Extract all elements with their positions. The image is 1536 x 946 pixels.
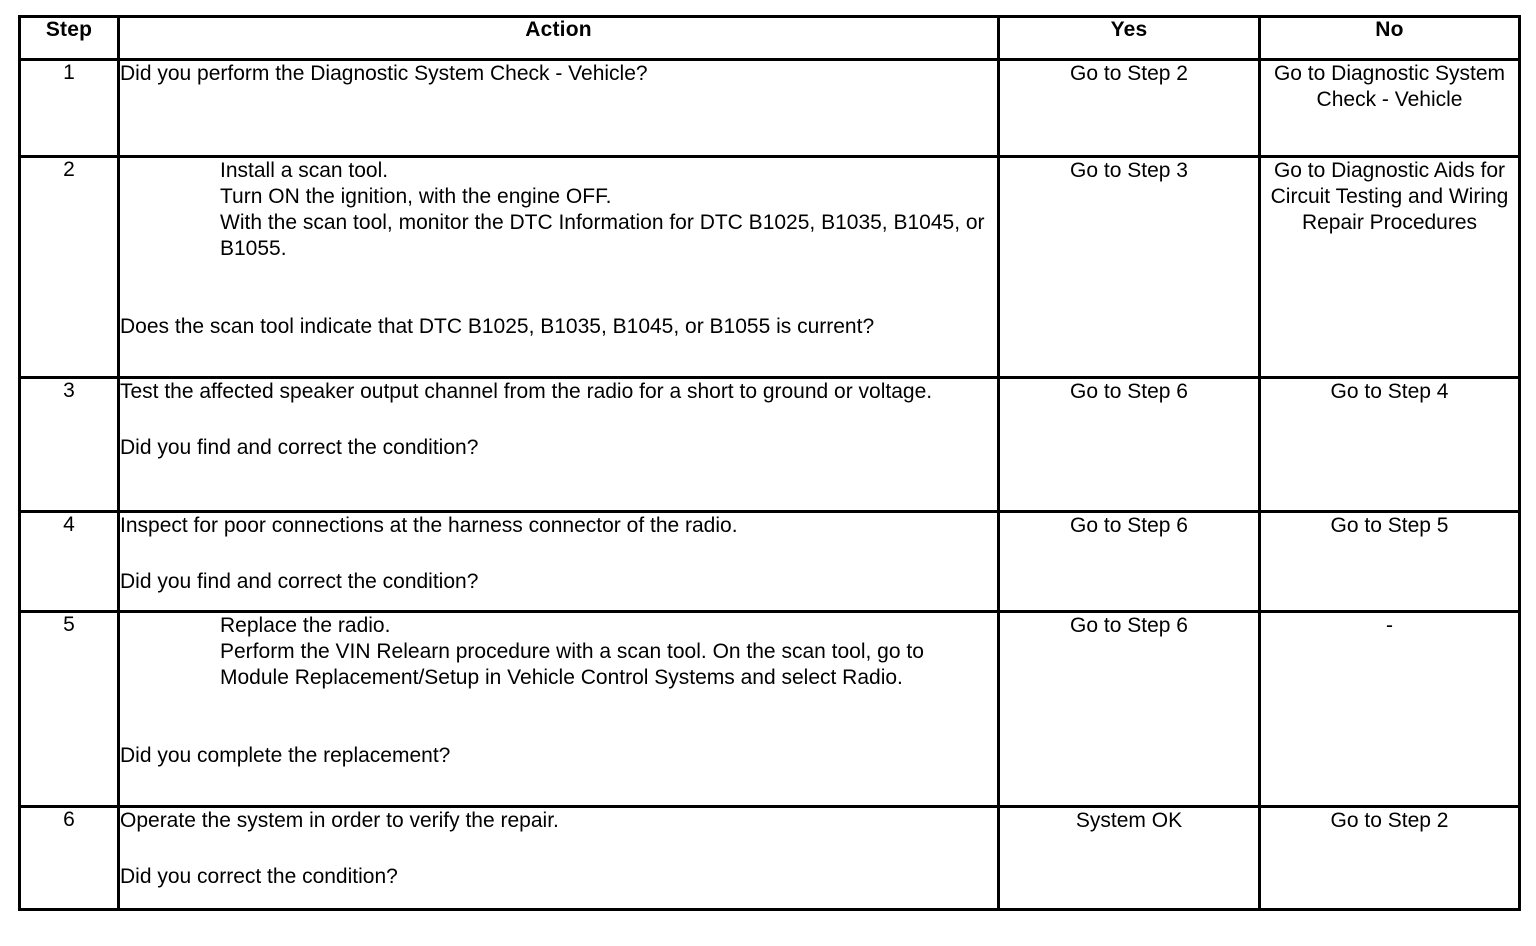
table-row: 5 Replace the radio. Perform the VIN Rel… — [18, 610, 1521, 808]
action-question: Did you correct the condition? — [120, 865, 398, 888]
diagnostic-procedure-table: Step Action Yes No 1 Did you perform the… — [18, 15, 1521, 911]
yes-result-text: Go to Step 6 — [1070, 614, 1188, 637]
action-question: Did you find and correct the condition? — [120, 570, 479, 593]
yes-result-text: System OK — [1075, 809, 1183, 832]
step-number-cell: 2 — [18, 155, 120, 379]
action-statement: Operate the system in order to verify th… — [120, 809, 559, 832]
list-item: With the scan tool, monitor the DTC Info… — [220, 211, 985, 260]
yes-result-cell: Go to Step 2 — [997, 58, 1261, 158]
yes-result-text: Go to Step 2 — [1070, 62, 1188, 85]
action-cell: Replace the radio. Perform the VIN Relea… — [117, 610, 1000, 808]
action-spacer — [120, 691, 997, 743]
yes-result-cell: System OK — [997, 805, 1261, 911]
action-step-list: Install a scan tool. Turn ON the ignitio… — [120, 158, 997, 262]
step-number-cell: 5 — [18, 610, 120, 808]
action-statement: Test the affected speaker output channel… — [120, 380, 933, 403]
action-question: Does the scan tool indicate that DTC B10… — [120, 315, 875, 338]
list-item: Turn ON the ignition, with the engine OF… — [220, 185, 612, 208]
action-cell: Did you perform the Diagnostic System Ch… — [117, 58, 1000, 158]
table-row: 1 Did you perform the Diagnostic System … — [18, 58, 1521, 158]
no-result-text: Go to Step 5 — [1330, 514, 1449, 537]
no-result-cell: Go to Step 4 — [1258, 376, 1521, 513]
no-result-text: - — [1386, 614, 1393, 637]
no-result-cell: Go to Diagnostic Aids for Circuit Testin… — [1258, 155, 1521, 379]
step-number-cell: 4 — [18, 510, 120, 613]
action-spacer — [120, 405, 997, 435]
list-item: Perform the VIN Relearn procedure with a… — [220, 640, 924, 689]
column-header-no: No — [1258, 15, 1521, 61]
yes-result-text: Go to Step 6 — [1070, 514, 1188, 537]
table-row: 2 Install a scan tool. Turn ON the ignit… — [18, 155, 1521, 379]
step-number-cell: 1 — [18, 58, 120, 158]
no-result-text: Go to Diagnostic Aids for Circuit Testin… — [1270, 159, 1509, 234]
no-result-text: Go to Diagnostic System Check - Vehicle — [1273, 62, 1506, 111]
table-row: 6 Operate the system in order to verify … — [18, 805, 1521, 911]
yes-result-cell: Go to Step 3 — [997, 155, 1261, 379]
yes-result-text: Go to Step 3 — [1070, 159, 1188, 182]
list-item: Install a scan tool. — [220, 159, 389, 182]
action-cell: Inspect for poor connections at the harn… — [117, 510, 1000, 613]
table-body: 1 Did you perform the Diagnostic System … — [18, 58, 1521, 911]
action-cell: Operate the system in order to verify th… — [117, 805, 1000, 911]
table-header: Step Action Yes No — [18, 15, 1521, 61]
header-row: Step Action Yes No — [18, 15, 1521, 61]
action-question: Did you complete the replacement? — [120, 744, 451, 767]
no-result-cell: Go to Step 5 — [1258, 510, 1521, 613]
yes-result-cell: Go to Step 6 — [997, 376, 1261, 513]
action-step-list: Replace the radio. Perform the VIN Relea… — [120, 613, 997, 691]
action-question: Did you find and correct the condition? — [120, 436, 479, 459]
action-spacer — [120, 834, 997, 864]
action-question: Did you perform the Diagnostic System Ch… — [120, 62, 648, 85]
step-number-cell: 3 — [18, 376, 120, 513]
action-statement: Inspect for poor connections at the harn… — [120, 514, 738, 537]
no-result-text: Go to Step 2 — [1330, 809, 1449, 832]
column-header-yes: Yes — [997, 15, 1261, 61]
action-spacer — [120, 539, 997, 569]
action-spacer — [120, 262, 997, 314]
no-result-cell: Go to Diagnostic System Check - Vehicle — [1258, 58, 1521, 158]
table-row: 3 Test the affected speaker output chann… — [18, 376, 1521, 513]
list-item: Replace the radio. — [220, 614, 391, 637]
table-row: 4 Inspect for poor connections at the ha… — [18, 510, 1521, 613]
yes-result-cell: Go to Step 6 — [997, 510, 1261, 613]
yes-result-text: Go to Step 6 — [1070, 380, 1188, 403]
column-header-step: Step — [18, 15, 120, 61]
action-cell: Install a scan tool. Turn ON the ignitio… — [117, 155, 1000, 379]
action-cell: Test the affected speaker output channel… — [117, 376, 1000, 513]
step-number-cell: 6 — [18, 805, 120, 911]
column-header-action: Action — [117, 15, 1000, 61]
no-result-text: Go to Step 4 — [1330, 380, 1449, 403]
no-result-cell: Go to Step 2 — [1258, 805, 1521, 911]
no-result-cell: - — [1258, 610, 1521, 808]
yes-result-cell: Go to Step 6 — [997, 610, 1261, 808]
